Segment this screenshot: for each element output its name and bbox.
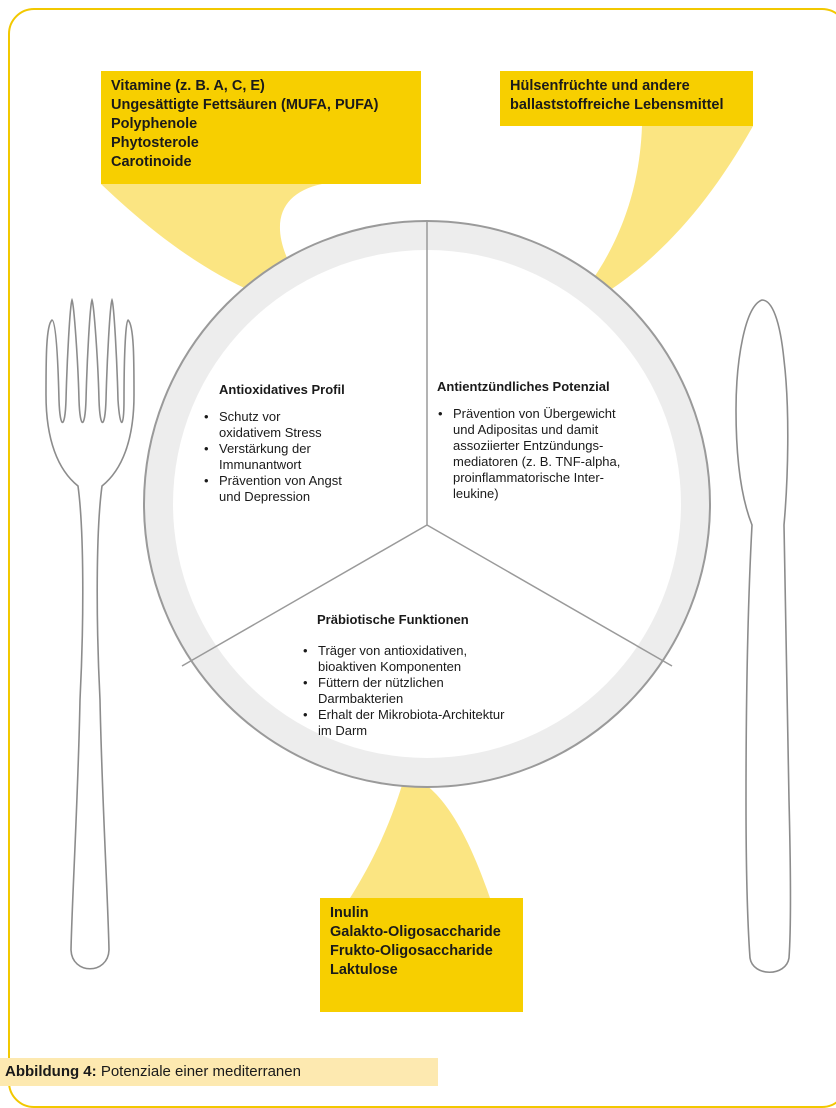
segment-title: Antientzündliches Potenzial bbox=[437, 379, 610, 394]
box-line: Vitamine (z. B. A, C, E) bbox=[111, 78, 265, 94]
callout-right bbox=[562, 126, 753, 318]
box-line: Carotinoide bbox=[111, 154, 192, 170]
segment-prebiotic: Präbiotische Funktionen Träger von antio… bbox=[302, 612, 542, 739]
segment-list: Schutz vor oxidativem StressVerstärkung … bbox=[203, 409, 403, 505]
figure-caption: Abbildung 4: Potenziale einer mediterran… bbox=[0, 1058, 438, 1086]
box-line: Hülsenfrüchte und andere bbox=[510, 78, 690, 94]
callout-bottom bbox=[350, 775, 490, 898]
knife-icon bbox=[735, 299, 792, 973]
plate-dividers bbox=[181, 221, 673, 667]
box-line: Ungesättigte Fettsäuren (MUFA, PUFA) bbox=[111, 97, 379, 113]
box-line: Laktulose bbox=[330, 962, 398, 978]
nutrients-box: Vitamine (z. B. A, C, E) Ungesättigte Fe… bbox=[101, 71, 421, 184]
caption-text: Potenziale einer mediterranen bbox=[96, 1063, 301, 1080]
segment-title: Antioxidatives Profil bbox=[219, 382, 345, 397]
fiber-foods-box: Hülsenfrüchte und andere ballaststoffrei… bbox=[500, 71, 753, 126]
segment-title: Präbiotische Funktionen bbox=[317, 612, 469, 627]
caption-label: Abbildung 4: bbox=[5, 1063, 97, 1080]
bullet-item: Erhalt der Mikrobiota-Architektur im Dar… bbox=[302, 707, 542, 739]
fork-icon bbox=[45, 297, 135, 970]
segment-antiinflammatory: Antientzündliches Potenzial Prävention v… bbox=[437, 379, 672, 502]
segment-antioxidative: Antioxidatives Profil Schutz vor oxidati… bbox=[203, 382, 403, 505]
bullet-item: Füttern der nützlichen Darmbakterien bbox=[302, 675, 542, 707]
bullet-item: Prävention von Angst und Depression bbox=[203, 473, 403, 505]
prebiotics-box: Inulin Galakto-Oligosaccharide Frukto-Ol… bbox=[320, 898, 523, 1012]
bullet-item: Träger von antioxidativen, bioaktiven Ko… bbox=[302, 643, 542, 675]
box-line: Galakto-Oligosaccharide bbox=[330, 924, 501, 940]
box-line: Phytosterole bbox=[111, 135, 199, 151]
segment-list: Prävention von Übergewicht und Adiposita… bbox=[437, 406, 672, 502]
box-line: Frukto-Oligosaccharide bbox=[330, 943, 493, 959]
bullet-item: Verstärkung der Immunantwort bbox=[203, 441, 403, 473]
bullet-item: Prävention von Übergewicht und Adiposita… bbox=[437, 406, 672, 502]
segment-list: Träger von antioxidativen, bioaktiven Ko… bbox=[302, 643, 542, 739]
box-line: ballaststoffreiche Lebensmittel bbox=[510, 97, 724, 113]
box-line: Inulin bbox=[330, 905, 369, 921]
box-line: Polyphenole bbox=[111, 116, 198, 132]
bullet-item: Schutz vor oxidativem Stress bbox=[203, 409, 403, 441]
